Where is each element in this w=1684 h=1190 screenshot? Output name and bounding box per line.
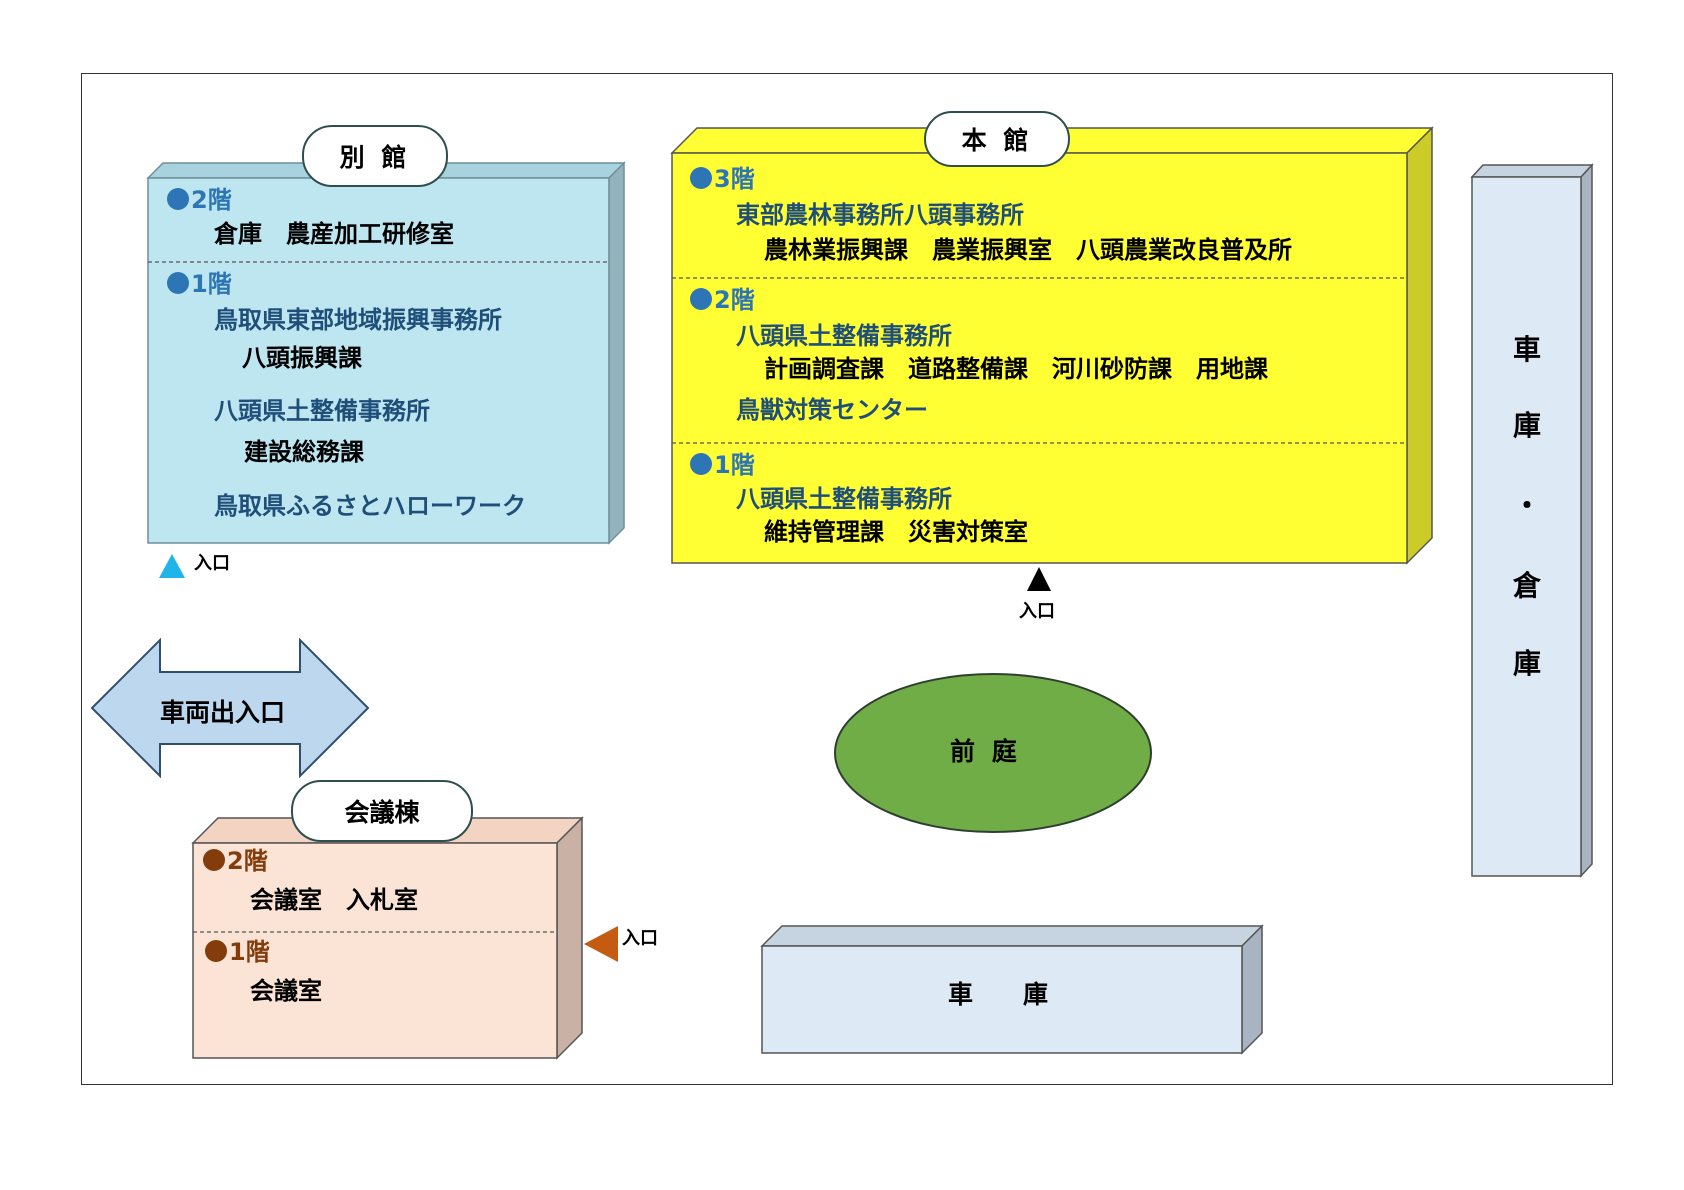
floor-dot-icon [167, 272, 189, 294]
main-floor2-center: 鳥獣対策センター [736, 396, 928, 424]
main-floor1-label: 1階 [690, 453, 755, 477]
conference-floor1-label: 1階 [205, 940, 270, 964]
annex-title: 別 館 [302, 125, 448, 187]
main-floor3-items: 農林業振興課 農業振興室 八頭農業改良普及所 [764, 236, 1292, 264]
garage-warehouse-char-4: 倉 [1512, 569, 1541, 602]
garage-building[interactable] [760, 924, 1264, 1055]
garage-label: 車 庫 [948, 980, 1049, 1009]
vehicle-entrance-label: 車両出入口 [160, 698, 286, 727]
annex-floor2-items: 倉庫 農産加工研修室 [214, 220, 454, 248]
garage-warehouse-char-3: ・ [1512, 489, 1541, 522]
floor-dot-icon [690, 453, 712, 475]
annex-office2: 八頭県土整備事務所 [214, 397, 430, 425]
main-floor2-label: 2階 [690, 288, 755, 312]
floor-dot-icon [690, 288, 712, 310]
conference-floor2-label: 2階 [203, 849, 268, 873]
garage-warehouse-building[interactable] [1470, 163, 1594, 878]
conference-title: 会議棟 [291, 780, 473, 842]
floor-dot-icon [690, 167, 712, 189]
annex-office2-sub: 建設総務課 [244, 438, 364, 466]
floor-dot-icon [205, 940, 227, 962]
conference-entrance-marker [584, 926, 618, 962]
floor-dot-icon [203, 849, 225, 871]
annex-office1-sub: 八頭振興課 [242, 344, 362, 372]
annex-office1: 鳥取県東部地域振興事務所 [214, 306, 502, 334]
front-garden-ellipse [834, 673, 1152, 833]
annex-floor1-label: 1階 [167, 272, 232, 296]
main-floor1-items: 維持管理課 災害対策室 [764, 518, 1028, 546]
conference-floor1-items: 会議室 [250, 977, 322, 1005]
map-frame [81, 73, 1613, 1085]
main-floor3-label: 3階 [690, 167, 755, 191]
main-floor1-office: 八頭県土整備事務所 [736, 485, 952, 513]
conference-building[interactable] [191, 816, 584, 1060]
vehicle-entrance-arrow [90, 637, 370, 779]
garage-warehouse-char-2: 庫 [1512, 409, 1541, 442]
garage-warehouse-char-1: 車 [1512, 333, 1541, 366]
main-floor2-items: 計画調査課 道路整備課 河川砂防課 用地課 [764, 355, 1268, 383]
front-garden-label: 前 庭 [950, 737, 1021, 766]
conference-entrance-label: 入口 [622, 928, 658, 949]
annex-office3: 鳥取県ふるさとハローワーク [214, 492, 526, 520]
main-title: 本 館 [924, 111, 1070, 167]
floor-dot-icon [167, 188, 189, 210]
annex-floor2-label: 2階 [167, 188, 232, 212]
main-floor2-office: 八頭県土整備事務所 [736, 322, 952, 350]
main-entrance-label: 入口 [1019, 601, 1055, 622]
annex-entrance-marker [159, 554, 185, 578]
garage-warehouse-char-5: 庫 [1512, 647, 1541, 680]
annex-entrance-label: 入口 [194, 553, 230, 574]
annex-building[interactable] [146, 161, 626, 545]
conference-floor2-items: 会議室 入札室 [250, 886, 418, 914]
main-entrance-marker [1027, 567, 1051, 591]
main-floor3-office: 東部農林事務所八頭事務所 [736, 201, 1024, 229]
